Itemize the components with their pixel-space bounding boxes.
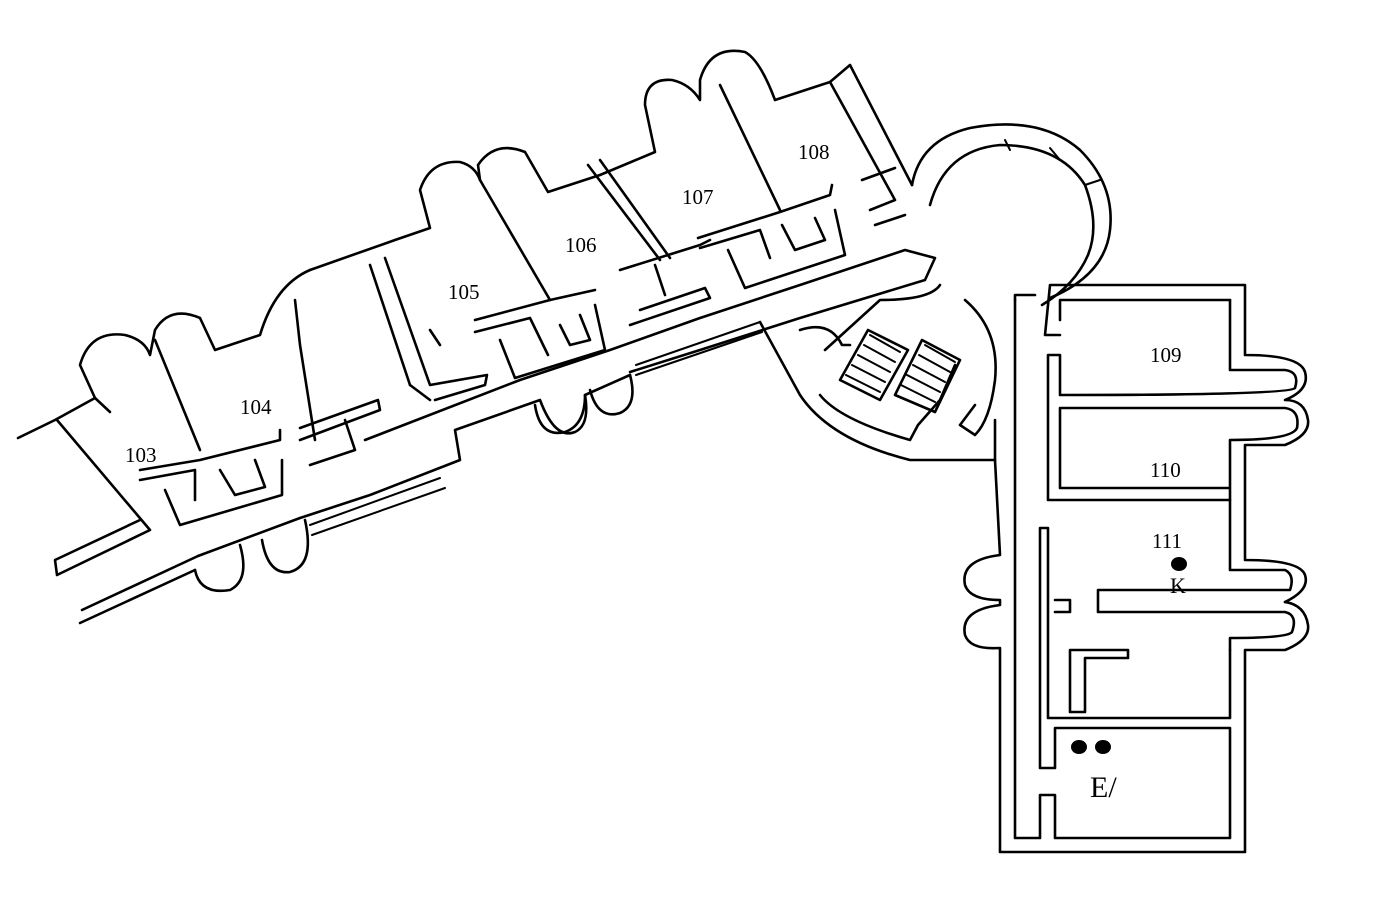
room-labels: 103 104 105 106 107 108 109 110 111 <box>125 140 1182 553</box>
room-111-label: 111 <box>1152 529 1182 553</box>
marker-k-label: K <box>1170 573 1186 598</box>
south-bays <box>193 321 763 593</box>
markers: K E/ <box>1071 557 1187 804</box>
room-110-label: 110 <box>1150 458 1181 482</box>
marker-e-label: E/ <box>1090 771 1117 804</box>
room-walls <box>138 80 937 558</box>
room-109-label: 109 <box>1150 343 1182 367</box>
marker-e-dot-2 <box>1095 740 1111 754</box>
east-wing-walls <box>963 283 1310 854</box>
room-103-label: 103 <box>125 443 157 467</box>
room-106-label: 106 <box>565 233 597 257</box>
marker-e-dot-1 <box>1071 740 1087 754</box>
room-107-label: 107 <box>682 185 714 209</box>
rotunda-stair <box>758 123 1112 462</box>
marker-k-dot <box>1171 557 1187 571</box>
west-wing-walls <box>16 49 914 625</box>
room-105-label: 105 <box>448 280 480 304</box>
room-104-label: 104 <box>240 395 272 419</box>
room-108-label: 108 <box>798 140 830 164</box>
